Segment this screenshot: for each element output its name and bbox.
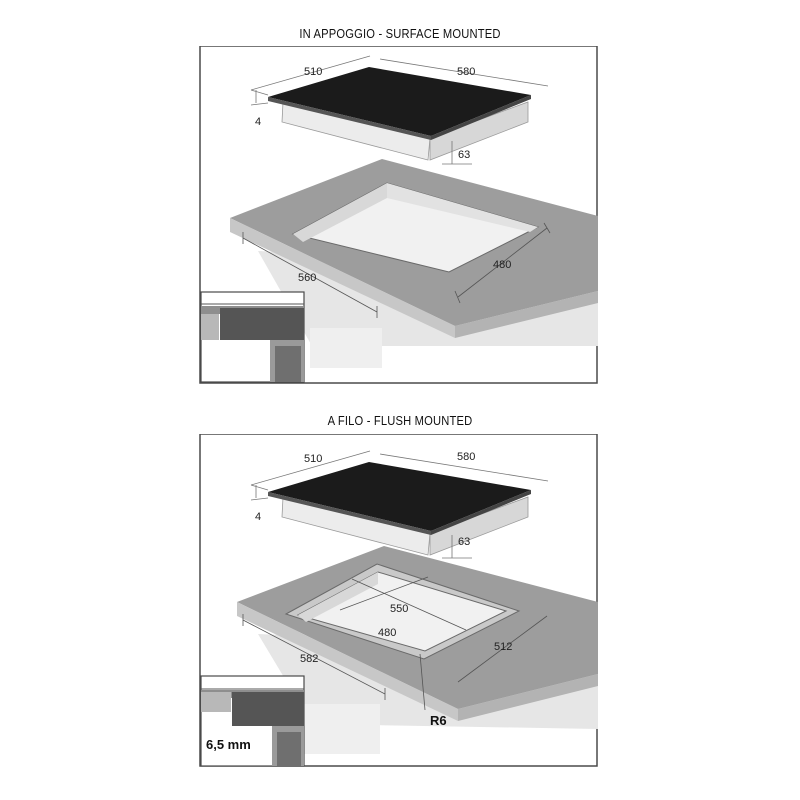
hob-height-label: 63 bbox=[458, 536, 470, 548]
rebate-depth-label: 6,5 mm bbox=[206, 737, 251, 752]
recess-dimension-lines bbox=[242, 576, 548, 711]
hob-glass-edge bbox=[268, 97, 431, 140]
hob-width-label: 510 bbox=[304, 453, 322, 465]
hob-glass-edge-right bbox=[431, 490, 531, 535]
hob-glass-top bbox=[268, 462, 531, 531]
cutout-inner-wall bbox=[293, 183, 387, 242]
hob-glass-top bbox=[268, 67, 531, 136]
hob-glass-edge-right bbox=[431, 95, 531, 140]
flush-mounted-diagram: 510 580 4 63 582 512 550 480 R6 6,5 mm bbox=[199, 434, 598, 767]
cutout-right-wall bbox=[387, 183, 538, 232]
recess-width-label: 582 bbox=[300, 653, 318, 665]
hob-depth-label: 580 bbox=[457, 66, 475, 78]
cutout-dimension-lines bbox=[242, 222, 551, 318]
hob-height-label: 63 bbox=[458, 149, 470, 161]
surface-mounted-diagram: 510 580 4 63 560 480 bbox=[199, 46, 598, 384]
recess-depth-label: 512 bbox=[494, 641, 512, 653]
flush-mounted-title: A FILO - FLUSH MOUNTED bbox=[327, 413, 473, 428]
countertop-right-edge bbox=[455, 291, 598, 338]
floor-panel bbox=[310, 328, 382, 368]
hob-dimension-lines bbox=[250, 450, 549, 559]
cutout-depth-label: 480 bbox=[378, 627, 396, 639]
corner-radius-label: R6 bbox=[430, 713, 447, 728]
countertop-front-edge bbox=[237, 602, 458, 721]
countertop-front-edge bbox=[230, 218, 455, 338]
floor-panel bbox=[300, 704, 380, 754]
hob-body-side bbox=[429, 496, 529, 556]
cutout-inner-wall bbox=[298, 572, 378, 622]
detail-inset bbox=[200, 291, 305, 383]
glass-thickness-label: 4 bbox=[255, 116, 261, 128]
glass-thickness-label: 4 bbox=[255, 511, 261, 523]
cutout-depth-label: 480 bbox=[493, 259, 511, 271]
cutout-width-label: 550 bbox=[390, 603, 408, 615]
hob-dimension-lines bbox=[250, 55, 549, 165]
detail-inset bbox=[200, 675, 305, 767]
hob-depth-label: 580 bbox=[457, 451, 475, 463]
surface-mounted-title: IN APPOGGIO - SURFACE MOUNTED bbox=[299, 26, 501, 41]
hob-glass-edge bbox=[268, 492, 431, 535]
hob-body-side bbox=[429, 101, 529, 161]
hob-width-label: 510 bbox=[304, 66, 322, 78]
cutout-width-label: 560 bbox=[298, 272, 316, 284]
countertop-right-edge bbox=[458, 674, 598, 721]
